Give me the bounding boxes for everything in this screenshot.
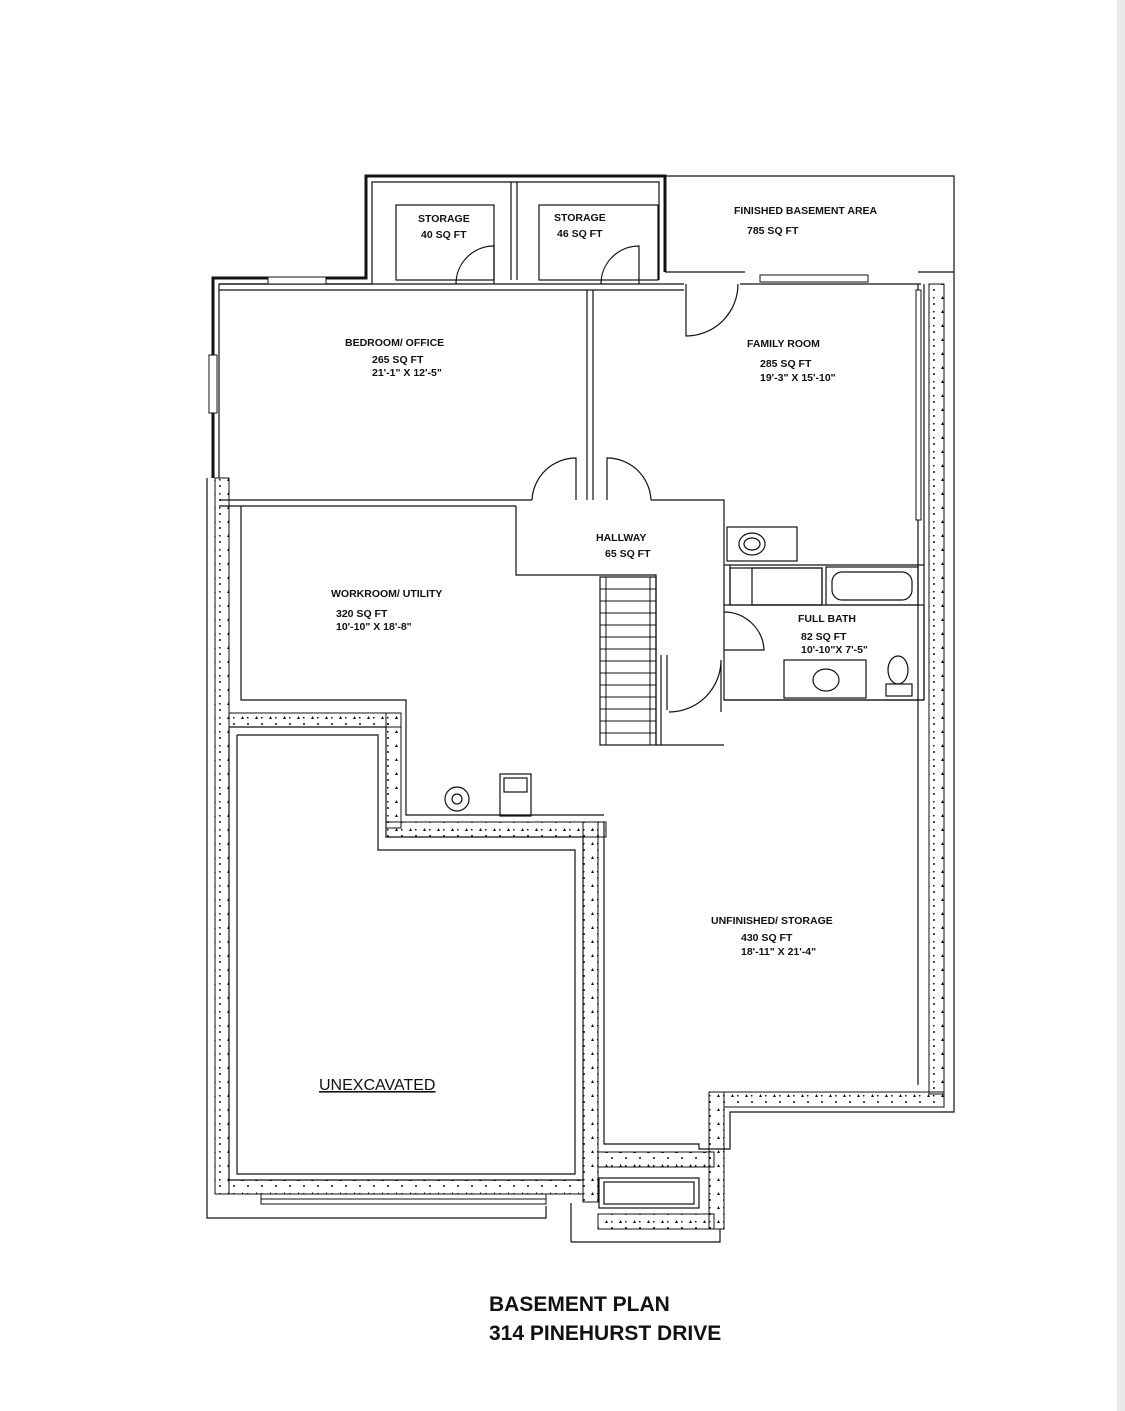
storage-b-walls bbox=[538, 204, 659, 281]
bath-dims: 10'-10"X 7'-5" bbox=[801, 644, 868, 656]
storage-b-area: 46 SQ FT bbox=[557, 228, 603, 240]
foundation-unexc-bottom bbox=[228, 1179, 584, 1195]
unexcavated-label: UNEXCAVATED bbox=[319, 1077, 435, 1094]
foundation-unexc-right-upper bbox=[385, 712, 402, 829]
door-swing-hall-bottom bbox=[668, 659, 722, 713]
family-label: FAMILY ROOM bbox=[747, 338, 820, 350]
water-heater bbox=[444, 786, 470, 812]
foundation-unexc-top bbox=[228, 712, 402, 728]
storage-b-label: STORAGE bbox=[554, 212, 606, 224]
bathtub bbox=[825, 566, 919, 606]
door-swing-storage-a bbox=[455, 245, 495, 285]
finished-area: 785 SQ FT bbox=[747, 225, 799, 237]
unexcavated-outline bbox=[228, 726, 584, 1181]
window-family-north bbox=[759, 274, 869, 283]
foundation-right bbox=[928, 283, 945, 1095]
window-bedroom-west bbox=[208, 354, 218, 414]
door-swing-hall-family bbox=[606, 457, 652, 501]
fixtures bbox=[444, 526, 919, 817]
window-bedroom-north bbox=[267, 276, 327, 285]
bath-vanity bbox=[783, 659, 867, 699]
finished-label: FINISHED BASEMENT AREA bbox=[734, 205, 878, 217]
plan-title: BASEMENT PLAN bbox=[489, 1293, 670, 1316]
workroom-label: WORKROOM/ UTILITY bbox=[331, 588, 442, 600]
storage-a-area: 40 SQ FT bbox=[421, 229, 467, 241]
furnace bbox=[499, 773, 532, 817]
door-swing-storage-b bbox=[600, 245, 640, 285]
window-well bbox=[598, 1177, 700, 1209]
foundation-well-right bbox=[708, 1091, 725, 1230]
page-edge bbox=[1117, 0, 1125, 1411]
plan-address: 314 PINEHURST DRIVE bbox=[489, 1322, 722, 1345]
storage-a-label: STORAGE bbox=[418, 213, 470, 225]
bedroom-dims: 21'-1" X 12'-5" bbox=[372, 367, 442, 379]
storage-a-walls bbox=[395, 204, 495, 281]
door-swing-bath bbox=[723, 611, 765, 651]
workroom-walls bbox=[240, 506, 604, 816]
foundation-utility-sill bbox=[385, 821, 607, 838]
window-right-vertical bbox=[915, 289, 922, 521]
hallway-label: HALLWAY bbox=[596, 532, 646, 544]
vanity-counter bbox=[729, 567, 823, 606]
bar-counter bbox=[726, 526, 798, 562]
stairs bbox=[600, 577, 656, 745]
walls bbox=[206, 174, 955, 1243]
exterior-upper-wall bbox=[211, 174, 667, 478]
toilet bbox=[887, 655, 909, 685]
finished-area-outline bbox=[603, 175, 955, 1150]
unfinished-dims: 18'-11" X 21'-4" bbox=[741, 946, 816, 958]
family-dims: 19'-3" X 15'-10" bbox=[760, 372, 836, 384]
bedroom-area: 265 SQ FT bbox=[372, 354, 424, 366]
hallway-walls bbox=[515, 506, 724, 746]
door-swing-family bbox=[685, 283, 739, 337]
workroom-area: 320 SQ FT bbox=[336, 608, 388, 620]
foundation-bottom-right bbox=[723, 1091, 945, 1108]
room-labels: STORAGE 40 SQ FT STORAGE 46 SQ FT FINISH… bbox=[319, 205, 878, 1094]
bath-label: FULL BATH bbox=[798, 613, 856, 625]
foundation-left bbox=[214, 477, 230, 1195]
bar-sink bbox=[738, 532, 766, 556]
door-swing-bedroom bbox=[531, 457, 577, 501]
hallway-area: 65 SQ FT bbox=[605, 548, 651, 560]
bedroom-label: BEDROOM/ OFFICE bbox=[345, 337, 444, 349]
doors bbox=[455, 245, 765, 713]
foundation-center-vertical bbox=[582, 821, 599, 1203]
unfinished-label: UNFINISHED/ STORAGE bbox=[711, 915, 833, 927]
foundation-well-bottom bbox=[597, 1213, 715, 1230]
foundation-walls bbox=[214, 283, 945, 1230]
windows bbox=[208, 274, 922, 1205]
foundation-well-top bbox=[597, 1151, 715, 1168]
bath-area: 82 SQ FT bbox=[801, 631, 847, 643]
unfinished-area: 430 SQ FT bbox=[741, 932, 793, 944]
bath-sink bbox=[812, 668, 840, 692]
family-area: 285 SQ FT bbox=[760, 358, 812, 370]
workroom-dims: 10'-10" X 18'-8" bbox=[336, 621, 412, 633]
